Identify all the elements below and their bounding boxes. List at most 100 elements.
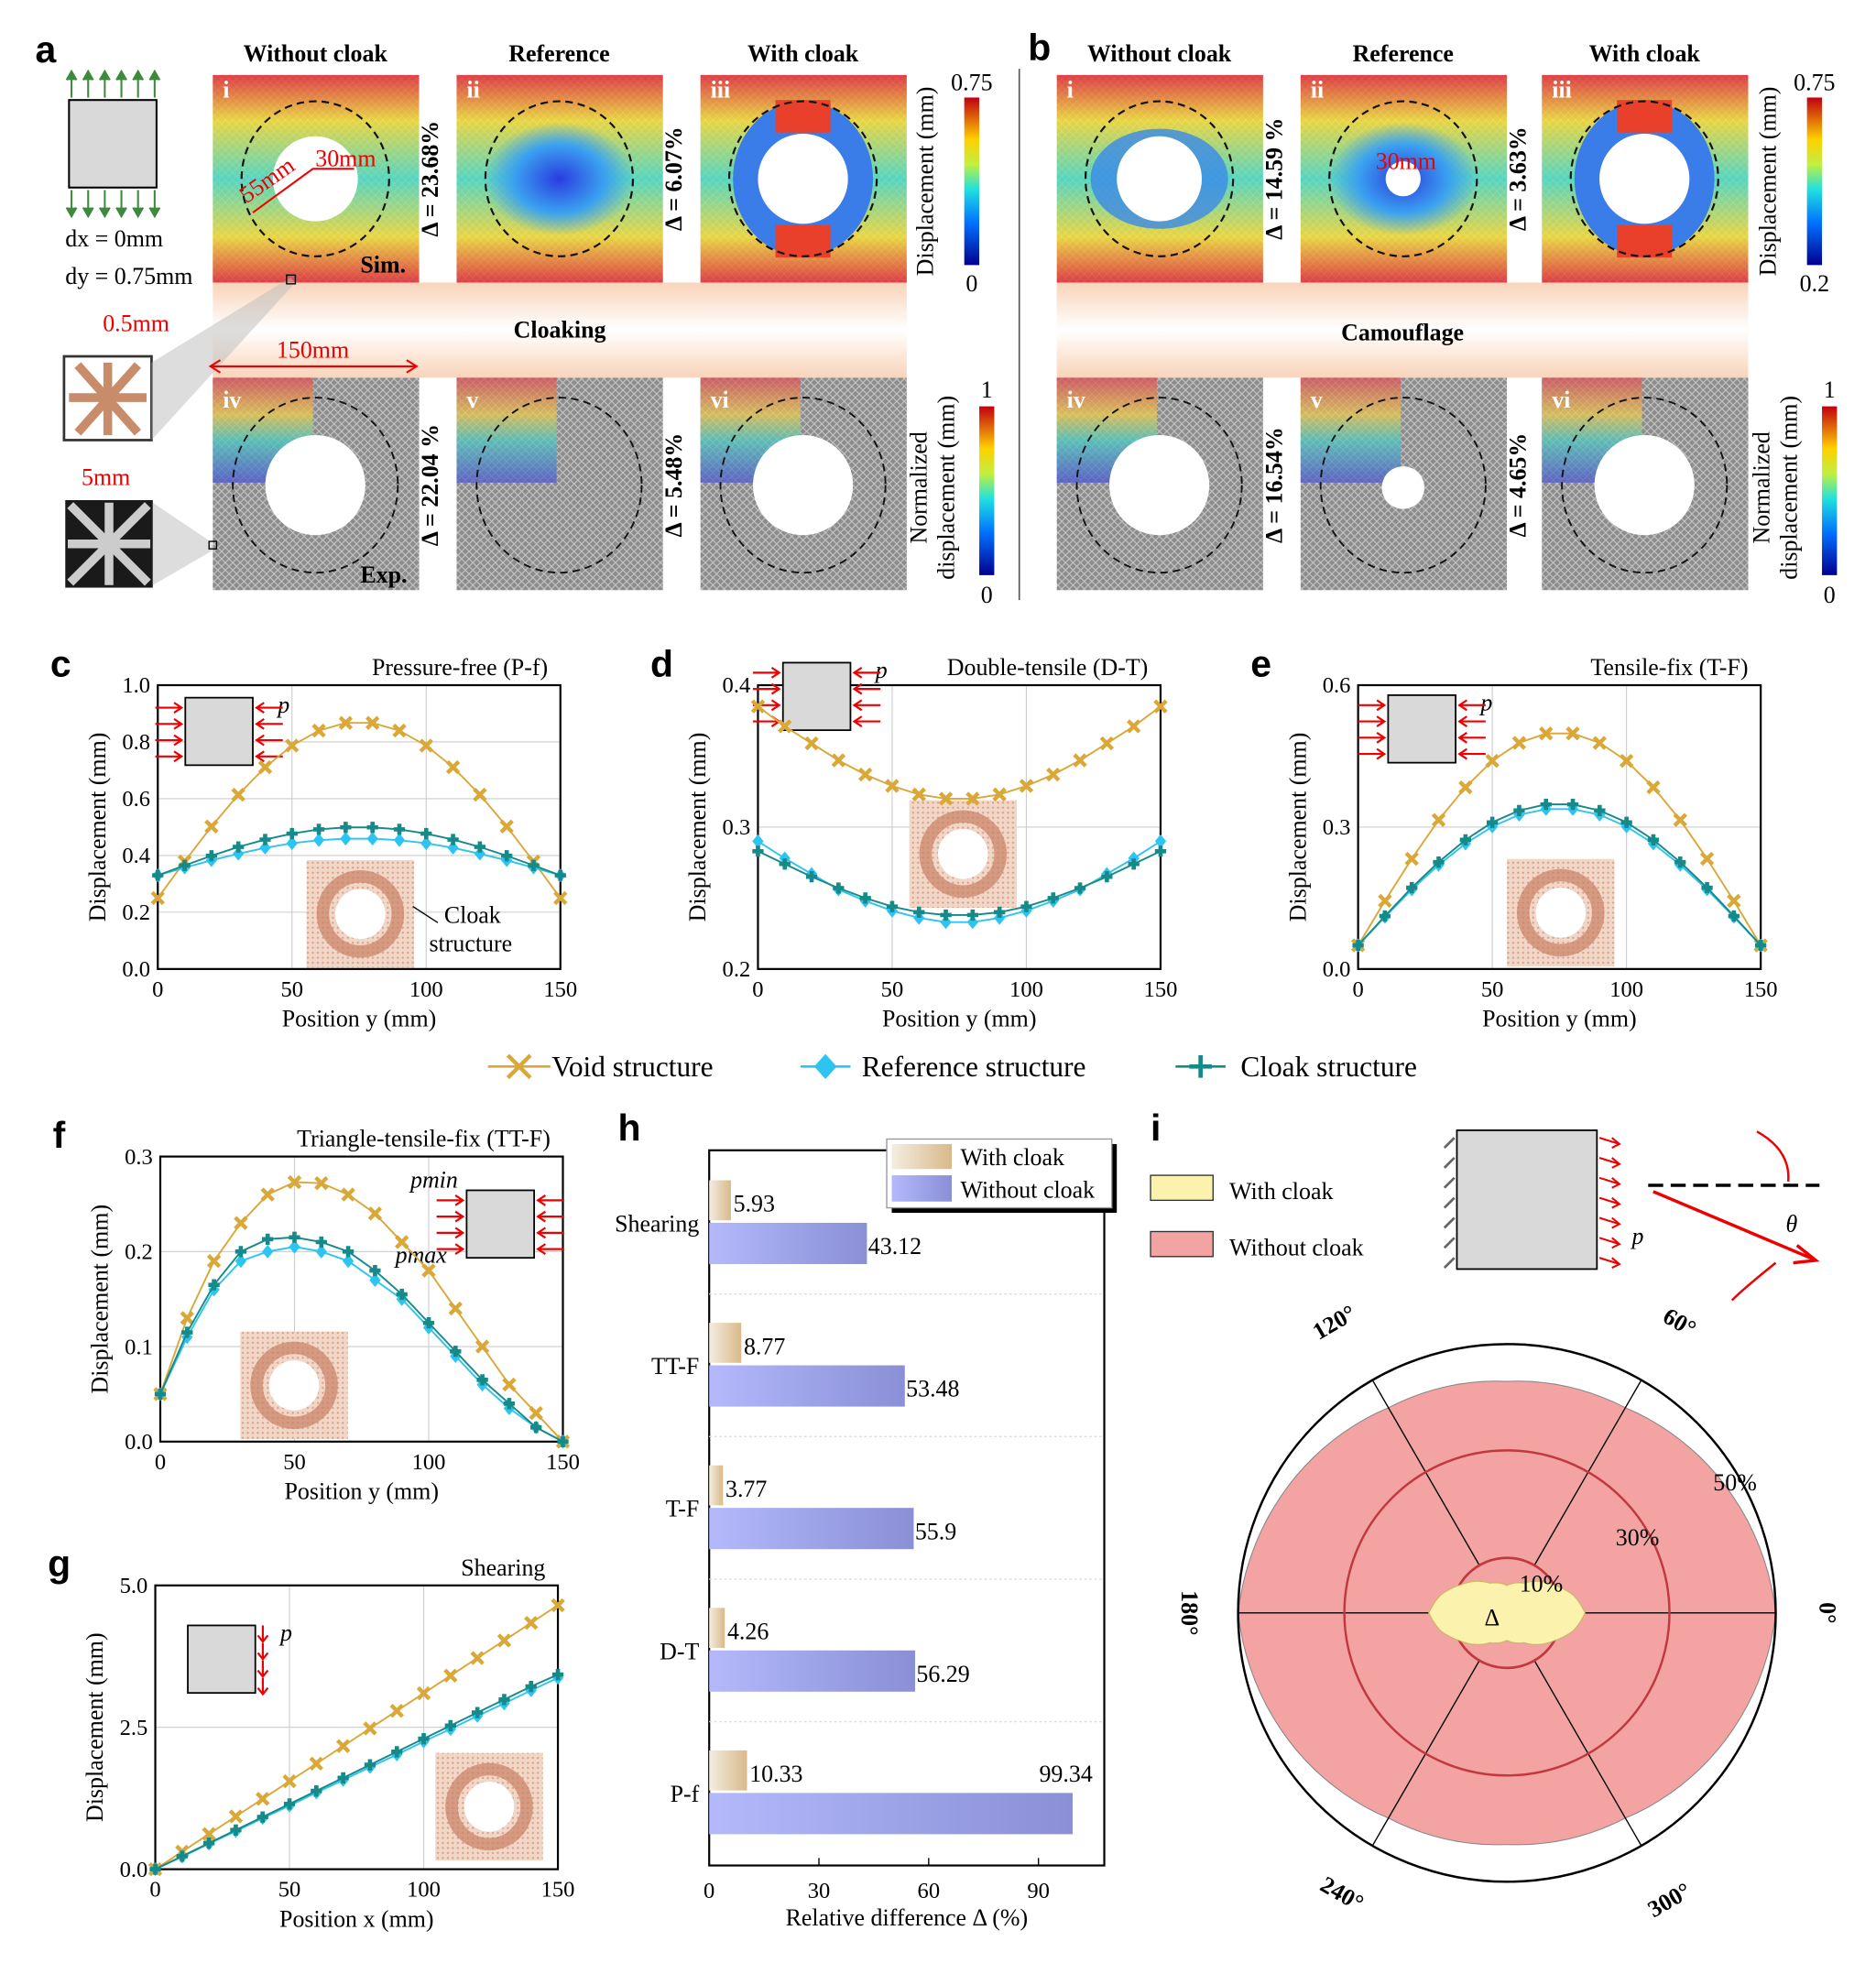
cloak-marker [1728, 910, 1740, 922]
x-axis-label: Position y (mm) [282, 1006, 437, 1032]
series-line [155, 1604, 559, 1870]
x-axis-label: Position x (mm) [279, 1905, 434, 1932]
void-marker [1565, 725, 1580, 741]
void-marker [282, 1773, 297, 1789]
y-tick-label: 0.1 [125, 1335, 153, 1359]
cloak-marker [474, 841, 486, 853]
x-tick-label: 100 [1009, 977, 1043, 1002]
tile-label: iii [711, 76, 731, 103]
exp-label: Exp. [360, 562, 407, 588]
void-marker [1099, 736, 1115, 751]
bar-value-label: 43.12 [868, 1233, 922, 1260]
fixed-support-hatch [1443, 1257, 1456, 1270]
series-2 [154, 1231, 569, 1447]
load-arrow-icon [256, 1677, 269, 1696]
dx-label: dx = 0mm [65, 225, 163, 252]
load-arrow-icon [1358, 715, 1387, 727]
x-tick-label: 50 [1481, 977, 1504, 1002]
outer-ring [1237, 1343, 1777, 1883]
load-arrow-icon [1457, 715, 1486, 727]
load-arrow-icon [255, 734, 283, 747]
chart-title: Pressure-free (P-f) [372, 654, 548, 681]
tile-label: v [1311, 387, 1323, 413]
low-displacement-zone [484, 122, 635, 235]
cloak-marker [1755, 939, 1767, 952]
load-arrow-icon [1598, 1176, 1621, 1189]
cloak-marker [1020, 900, 1032, 912]
column-title: With cloak [1589, 40, 1701, 67]
cloak-marker [176, 1850, 188, 1862]
legend-label: With cloak [961, 1144, 1064, 1171]
cloak-marker [312, 823, 325, 835]
panel-label-c: c [50, 642, 71, 684]
series-legend: Void structure Reference structure Cloak… [487, 1051, 1417, 1083]
cloak-ring-inset [1516, 868, 1605, 957]
x-tick-label: 0 [149, 1878, 160, 1903]
fixed-support-hatch [1443, 1216, 1456, 1229]
y-tick-label: 0.0 [125, 1430, 153, 1455]
series-line [159, 1181, 564, 1443]
void-marker [474, 1339, 490, 1354]
chart-title: Tensile-fix (T-F) [1590, 654, 1748, 681]
load-arrow-icon [852, 666, 881, 679]
load-square [781, 661, 852, 732]
void-marker [443, 1668, 458, 1684]
void-marker [502, 1377, 517, 1392]
cloak-hole-inset [268, 1360, 320, 1411]
load-arrow-icon [256, 1660, 269, 1679]
load-label-pmin: pmin [409, 1167, 458, 1194]
y-tick-label: 0.2 [723, 957, 751, 982]
load-arrow-icon [155, 717, 184, 730]
x-tick-label: 150 [1144, 977, 1178, 1002]
cloak-marker [805, 871, 818, 883]
void-marker [180, 1311, 194, 1325]
y-tick-label: 0.3 [125, 1145, 153, 1170]
load-arrow-icon [752, 666, 781, 679]
dashed-boundary [719, 397, 887, 574]
series-line [1357, 803, 1761, 946]
cloak-marker [501, 850, 513, 862]
void-marker [1539, 725, 1554, 741]
colorbar-label: Normalized [906, 431, 933, 543]
void-marker [553, 890, 568, 906]
category-label: Shearing [615, 1210, 699, 1237]
cloak-marker [1101, 871, 1113, 883]
bar-without-cloak [709, 1650, 916, 1692]
void-marker [314, 1175, 329, 1191]
x-axis-label: Position y (mm) [284, 1478, 439, 1505]
y-tick-label: 0.0 [1323, 957, 1351, 982]
cloak-marker [202, 1837, 215, 1849]
dashed-boundary [484, 100, 635, 257]
load-square [1387, 694, 1456, 764]
cloak-marker [1647, 834, 1660, 846]
measured-field [456, 377, 557, 483]
load-square [187, 1624, 256, 1695]
cloak-marker [256, 1811, 268, 1823]
colorbar-label: displacement (mm) [933, 396, 960, 580]
bar-value-label: 10.33 [749, 1761, 802, 1787]
load-direction-arrow [1652, 1190, 1820, 1265]
void-marker [341, 1187, 355, 1202]
tile-label: i [223, 76, 229, 103]
load-arrow-icon [436, 1210, 465, 1223]
x-tick-label: 0 [704, 1879, 714, 1903]
bar-with-cloak [709, 1323, 742, 1363]
load-arrow-icon [155, 702, 184, 714]
colorbar-label: displacement (mm) [1776, 396, 1803, 580]
series-0 [153, 1174, 571, 1449]
cloak-marker [315, 1236, 327, 1249]
reference-marker [474, 846, 486, 861]
cloak-marker [551, 1668, 564, 1681]
cloak-marker [179, 859, 191, 871]
y-axis-label: Displacement (mm) [684, 733, 711, 922]
cloak-marker [340, 822, 352, 834]
plot-frame [1357, 683, 1762, 970]
load-arrow-icon [256, 1642, 269, 1662]
cloak-bottom [775, 224, 831, 258]
colorbar-max: 1 [981, 376, 993, 403]
colorbar-max: 0.75 [1794, 69, 1835, 95]
